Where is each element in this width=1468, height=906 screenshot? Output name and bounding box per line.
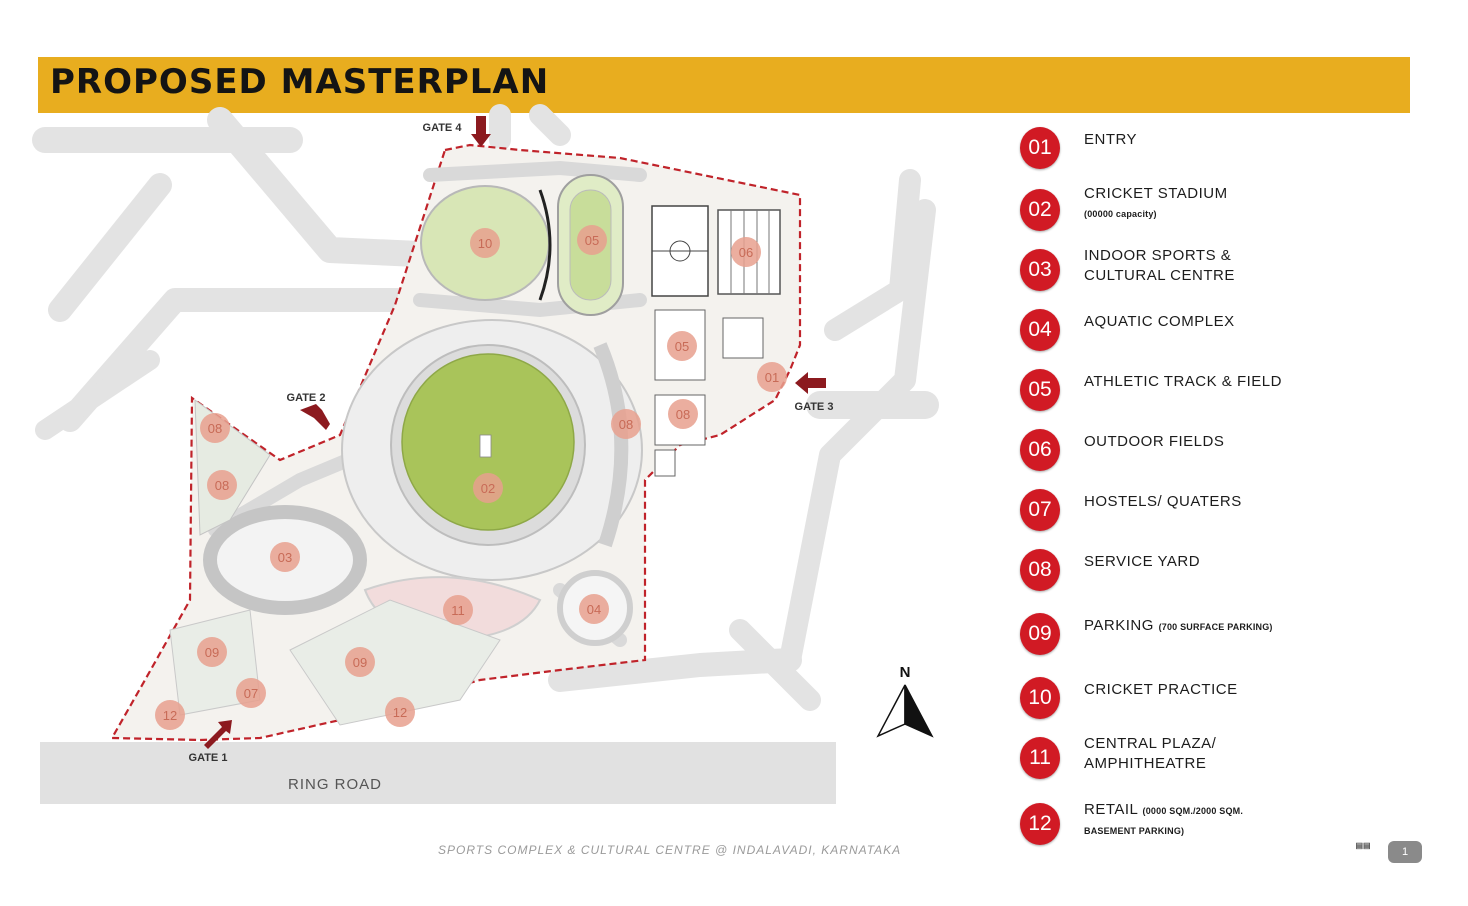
map-marker-01: 01 [757,362,787,392]
gate-3[interactable]: GATE 3 [795,372,834,413]
title-bar: PROPOSED MASTERPLAN [38,57,1410,113]
map-marker-label: 10 [478,236,492,251]
legend-marker: 07 [1020,489,1060,531]
footer-logo: ▤▤ [1355,841,1371,850]
legend-label: INDOOR SPORTS &CULTURAL CENTRE [1084,247,1235,284]
gate-1[interactable]: GATE 1 [189,720,232,764]
legend-item-11: 11 CENTRAL PLAZA/AMPHITHEATRE [1018,734,1348,784]
background-roads [32,104,939,711]
map-marker-label: 04 [587,602,601,617]
legend-marker: 12 [1020,803,1060,845]
legend-item-09: 09 PARKING (700 SURFACE PARKING) [1018,610,1348,660]
footer-caption: SPORTS COMPLEX & CULTURAL CENTRE @ INDAL… [438,843,902,857]
legend-marker: 01 [1020,127,1060,169]
practice-wall [538,189,552,301]
ring-road [40,742,836,804]
map-marker-label: 11 [451,603,465,618]
legend-item-12: 12 RETAIL (0000 SQM./2000 SQM.BASEMENT P… [1018,800,1348,850]
legend-item-08: 08 SERVICE YARD [1018,546,1348,596]
map-marker-09: 09 [197,637,227,667]
map-marker-11: 11 [443,595,473,625]
page-number: 1 [1388,841,1422,863]
east-concourse [593,342,629,548]
map-marker-02: 02 [473,473,503,503]
legend-marker: 08 [1020,549,1060,591]
legend-label: HOSTELS/ QUATERS [1084,493,1242,510]
map-marker-label: 08 [619,417,633,432]
gate-1-label: GATE 1 [189,752,228,764]
legend: 01 ENTRY 02 CRICKET STADIUM(00000 capaci… [1018,124,1348,854]
gate-3-label: GATE 3 [795,401,834,413]
legend-item-07: 07 HOSTELS/ QUATERS [1018,486,1348,536]
map-marker-label: 12 [393,705,407,720]
legend-item-02: 02 CRICKET STADIUM(00000 capacity) [1018,185,1348,236]
legend-marker: 11 [1020,737,1060,779]
north-arrow: N [876,664,934,738]
legend-item-04: 04 AQUATIC COMPLEX [1018,306,1348,356]
map-marker-label: 08 [215,478,229,493]
gate-2[interactable]: GATE 2 [287,392,330,430]
map-marker-label: 08 [676,407,690,422]
legend-label: PARKING (700 SURFACE PARKING) [1084,617,1273,634]
legend-item-05: 05 ATHLETIC TRACK & FIELD [1018,366,1348,416]
legend-marker: 04 [1020,309,1060,351]
map-marker-08: 08 [200,413,230,443]
ring-road-label: RING ROAD [288,776,382,793]
legend-marker: 03 [1020,249,1060,291]
legend-label: CENTRAL PLAZA/AMPHITHEATRE [1084,735,1217,772]
legend-marker: 02 [1020,189,1060,231]
map-marker-label: 08 [208,421,222,436]
map-marker-05: 05 [577,225,607,255]
legend-label: ENTRY [1084,131,1138,148]
legend-marker: 05 [1020,369,1060,411]
map-marker-label: 03 [278,550,292,565]
legend-label: CRICKET STADIUM(00000 capacity) [1084,185,1228,219]
map-markers: 10 05 06 05 01 08 08 08 08 03 02 11 04 09 07 09 12 12 [155,225,787,730]
map-marker-label: 06 [739,245,753,260]
map-marker-08: 08 [207,470,237,500]
gate-4-label: GATE 4 [423,122,463,134]
map-marker-label: 02 [481,481,495,496]
map-marker-06: 06 [731,237,761,267]
legend-marker: 10 [1020,677,1060,719]
page-title: PROPOSED MASTERPLAN [50,62,550,102]
north-label: N [900,664,911,681]
legend-label: CRICKET PRACTICE [1084,681,1238,698]
map-marker-07: 07 [236,678,266,708]
map-marker-10: 10 [470,228,500,258]
map-marker-03: 03 [270,542,300,572]
legend-item-10: 10 CRICKET PRACTICE [1018,674,1348,724]
gate-4[interactable]: GATE 4 [423,116,491,147]
map-marker-label: 09 [353,655,367,670]
map-marker-09: 09 [345,647,375,677]
map-marker-label: 12 [163,708,177,723]
map-marker-04: 04 [579,594,609,624]
legend-label: RETAIL (0000 SQM./2000 SQM.BASEMENT PARK… [1084,801,1244,836]
legend-item-01: 01 ENTRY [1018,124,1348,174]
map-marker-08: 08 [611,409,641,439]
map-marker-12: 12 [155,700,185,730]
map-marker-08: 08 [668,399,698,429]
map-marker-05: 05 [667,331,697,361]
legend-item-06: 06 OUTDOOR FIELDS [1018,426,1348,476]
map-marker-label: 05 [675,339,689,354]
legend-label: AQUATIC COMPLEX [1084,313,1235,330]
map-marker-12: 12 [385,697,415,727]
pitch-strip [479,434,492,458]
gate-2-label: GATE 2 [287,392,326,404]
legend-label: SERVICE YARD [1084,553,1201,570]
map-marker-label: 01 [765,370,779,385]
map-marker-label: 05 [585,233,599,248]
legend-item-03: 03 INDOOR SPORTS &CULTURAL CENTRE [1018,246,1348,296]
legend-marker: 09 [1020,613,1060,655]
map-marker-label: 09 [205,645,219,660]
legend-marker: 06 [1020,429,1060,471]
map-marker-label: 07 [244,686,258,701]
legend-label: ATHLETIC TRACK & FIELD [1084,373,1282,390]
legend-label: OUTDOOR FIELDS [1084,433,1225,450]
